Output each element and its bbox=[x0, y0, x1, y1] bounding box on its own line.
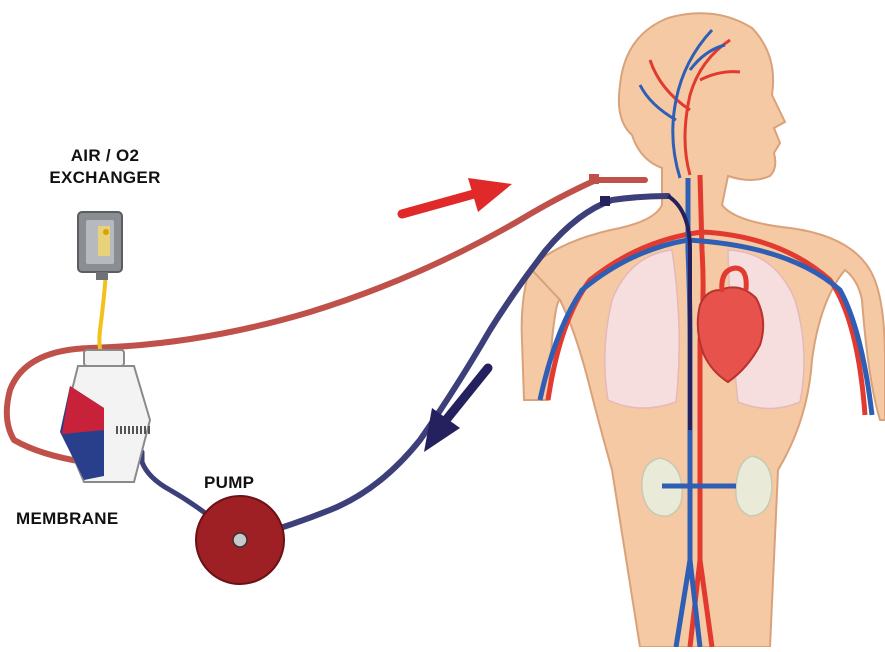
exchanger-label: AIR / O2 EXCHANGER bbox=[30, 145, 180, 189]
exchanger-label-line1: AIR / O2 bbox=[30, 145, 180, 167]
left-kidney bbox=[736, 456, 772, 516]
exchanger-label-line2: EXCHANGER bbox=[30, 167, 180, 189]
oxygen-exchanger-icon bbox=[78, 212, 122, 358]
pump-label: PUMP bbox=[204, 472, 254, 494]
drain-cannula-tip bbox=[600, 196, 610, 206]
pump-icon bbox=[196, 496, 284, 584]
red-arrow-icon bbox=[402, 178, 512, 214]
membrane-label: MEMBRANE bbox=[16, 508, 119, 530]
return-cannula-tip bbox=[589, 174, 599, 184]
human-circulatory-system-icon bbox=[522, 13, 885, 647]
